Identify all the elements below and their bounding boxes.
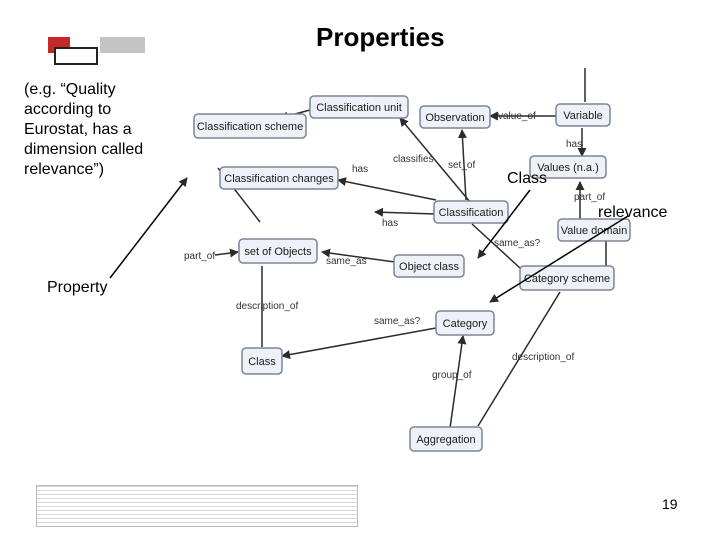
edge-label-has-class: has: [382, 218, 398, 229]
node-classification: Classification: [433, 200, 509, 224]
svg-text:Category: Category: [443, 318, 488, 330]
edge-label-same-as-q2: same_as?: [374, 316, 421, 327]
node-aggregation: Aggregation: [409, 426, 483, 452]
node-variable: Variable: [555, 103, 611, 127]
class-pointer-arrow: [477, 189, 531, 259]
edge-has-changes: [337, 177, 437, 201]
svg-text:set of Objects: set of Objects: [244, 246, 312, 258]
logo-gray-block: [100, 37, 145, 53]
diagram-nodes: Classification unit Classification schem…: [193, 95, 631, 452]
logo: [48, 37, 148, 67]
relevance-label: relevance: [598, 204, 668, 221]
node-category: Category: [435, 310, 495, 336]
edge-same-as-q2: [281, 327, 437, 359]
node-values-na: Values (n.a.): [529, 155, 607, 179]
svg-text:Object class: Object class: [399, 261, 459, 273]
edge-labels: value_of has classifies has set_of part_…: [184, 111, 605, 381]
edge-has-class: [374, 207, 437, 217]
edge-same-as-object: [321, 248, 396, 263]
edge-description-of-right: [477, 291, 561, 427]
node-set-of-objects: set of Objects: [238, 238, 318, 264]
edge-label-group-of: group_of: [432, 370, 472, 381]
relevance-pointer-arrow: [489, 215, 629, 303]
edge-label-same-as-object: same_as: [326, 256, 367, 267]
node-classification-changes: Classification changes: [219, 166, 339, 190]
svg-text:Variable: Variable: [563, 110, 603, 122]
edge-label-description-of-left: description_of: [236, 301, 298, 312]
svg-text:Class: Class: [248, 356, 276, 368]
node-class: Class: [241, 347, 283, 375]
edge-label-has-changes: has: [352, 164, 368, 175]
svg-text:Classification scheme: Classification scheme: [197, 121, 303, 133]
edge-set-of: [457, 129, 467, 201]
node-classification-scheme: Classification scheme: [193, 113, 307, 139]
node-object-class: Object class: [393, 254, 465, 278]
class-label: Class: [507, 170, 548, 187]
node-observation: Observation: [419, 105, 491, 129]
edge-same-as-q1: [471, 223, 521, 269]
edge-label-description-of-right: description_of: [512, 352, 574, 363]
edge-label-classifies: classifies: [393, 154, 434, 165]
node-category-scheme: Category scheme: [519, 265, 615, 291]
table-thumbnail: [36, 485, 358, 527]
edge-part-of-set: [214, 248, 239, 258]
edge-label-part-of-set: part_of: [184, 251, 215, 262]
property-label: Property: [47, 279, 108, 296]
annotation-arrows: [109, 177, 629, 303]
edge-label-value-of: value_of: [498, 111, 536, 122]
edge-label-same-as-q1: same_as?: [494, 238, 541, 249]
svg-text:Values (n.a.): Values (n.a.): [537, 162, 599, 174]
node-classification-unit: Classification unit: [309, 95, 409, 119]
logo-outline-box: [54, 47, 98, 65]
svg-text:Aggregation: Aggregation: [416, 434, 475, 446]
edge-label-set-of: set_of: [448, 160, 475, 171]
example-note: (e.g. “Quality according to Eurostat, ha…: [24, 81, 144, 178]
svg-text:Observation: Observation: [425, 112, 484, 124]
edge-label-part-of-values: part_of: [574, 192, 605, 203]
svg-text:Classification: Classification: [439, 207, 504, 219]
edge-classifies: [399, 117, 471, 203]
property-pointer-arrow: [109, 177, 188, 279]
svg-text:Value domain: Value domain: [561, 225, 627, 237]
svg-text:Category scheme: Category scheme: [524, 273, 610, 285]
edge-group-of: [449, 335, 467, 429]
svg-text:Classification changes: Classification changes: [224, 173, 334, 185]
page-number: 19: [662, 496, 678, 512]
slide-title: Properties: [316, 22, 445, 52]
diagram-edges: [214, 68, 607, 429]
edge-label-has-var: has: [566, 139, 582, 150]
svg-text:Classification unit: Classification unit: [316, 102, 402, 114]
node-value-domain: Value domain: [557, 218, 631, 242]
